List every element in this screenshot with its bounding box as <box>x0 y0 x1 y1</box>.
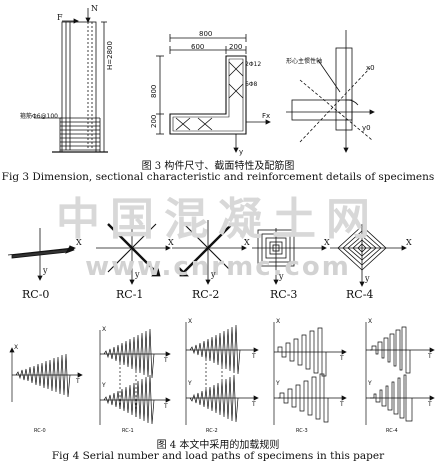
rc2-path-name: RC-2 <box>192 288 220 301</box>
rc2-y-label: y <box>211 270 216 279</box>
history-rc1 <box>99 328 171 425</box>
dim-width-200: 200 <box>229 43 243 51</box>
rc2-x-label: X <box>244 238 250 247</box>
label-axis-y0: y0 <box>362 124 371 132</box>
history-rc0 <box>9 347 83 402</box>
load-path-rc0 <box>7 228 76 281</box>
label-principal-axis: 形心主惯性轴 <box>286 58 323 65</box>
rc0-path-name: RC-0 <box>22 288 50 301</box>
hist0-axis-t: T <box>76 378 80 385</box>
hist4-name: RC-4 <box>386 428 398 434</box>
history-rc4 <box>365 322 435 425</box>
hist0-name: RC-0 <box>34 428 46 434</box>
label-stirrup: 箍筋Φ6@100 <box>20 113 58 120</box>
hist1-axis-t2: T <box>164 403 168 410</box>
hist1-name: RC-1 <box>122 428 134 434</box>
label-force-fx: Fx <box>262 112 271 120</box>
label-rebar-main: 2Φ12 <box>245 61 262 68</box>
hist3-axis-t2: T <box>340 401 344 408</box>
load-path-rc2 <box>172 220 247 285</box>
hist0-axis-x: X <box>14 344 19 351</box>
load-path-rc1 <box>96 220 171 285</box>
rc0-x-label: X <box>76 238 82 247</box>
label-axial-n: N <box>91 4 98 13</box>
hist1-axis-y: Y <box>102 382 106 389</box>
history-rc3 <box>273 322 347 425</box>
rc4-y-label: y <box>365 274 370 283</box>
hist2-axis-y: Y <box>188 380 192 387</box>
rc1-y-label: y <box>135 270 140 279</box>
label-column-height: H=2800 <box>106 41 114 70</box>
hist4-axis-y: Y <box>368 380 372 387</box>
load-path-rc3 <box>252 228 327 285</box>
rc1-path-name: RC-1 <box>116 288 144 301</box>
hist2-name: RC-2 <box>206 428 218 434</box>
dim-section-height: 800 <box>150 84 158 98</box>
fig4-caption-en: Fig 4 Serial number and load paths of sp… <box>51 450 385 462</box>
hist2-axis-x: X <box>188 318 193 325</box>
label-axis-x0: x0 <box>366 64 375 72</box>
hist4-axis-x: X <box>368 318 373 325</box>
dim-total-width: 800 <box>199 30 213 38</box>
rc0-y-label: y <box>43 266 48 275</box>
rc3-x-label: X <box>324 238 330 247</box>
hist2-axis-t2: T <box>252 401 256 408</box>
history-rc2 <box>185 322 259 425</box>
fig3-caption-en: Fig 3 Dimension, sectional characteristi… <box>1 171 435 183</box>
hist3-name: RC-3 <box>296 428 308 434</box>
fig4-caption-cn: 图 4 本文中采用的加载规则 <box>156 440 280 451</box>
hist1-axis-x: X <box>102 326 107 333</box>
dim-width-600: 600 <box>191 43 205 51</box>
rc3-y-label: y <box>279 272 284 281</box>
hist4-axis-t: T <box>428 353 432 360</box>
principal-axes <box>286 30 375 153</box>
l-section <box>156 34 271 153</box>
rc4-x-label: X <box>406 238 412 247</box>
column-elevation <box>34 8 108 153</box>
fig3-caption-cn: 图 3 构件尺寸、截面特性及配筋图 <box>141 161 295 172</box>
label-force-f: F <box>57 13 63 22</box>
hist1-axis-t: T <box>164 357 168 364</box>
hist3-axis-x: X <box>276 318 281 325</box>
rc1-x-label: X <box>168 238 174 247</box>
hist2-axis-t: T <box>252 353 256 360</box>
load-path-rc4 <box>330 224 407 287</box>
label-rebar-secondary: 6Φ8 <box>245 81 258 88</box>
hist3-axis-y: Y <box>276 380 280 387</box>
dim-section-flange: 200 <box>150 114 158 128</box>
rc4-path-name: RC-4 <box>346 288 374 301</box>
hist4-axis-t2: T <box>428 401 432 408</box>
hist3-axis-t: T <box>340 355 344 362</box>
label-section-y: y <box>239 148 244 156</box>
rc3-path-name: RC-3 <box>270 288 298 301</box>
time-histories <box>9 322 435 425</box>
